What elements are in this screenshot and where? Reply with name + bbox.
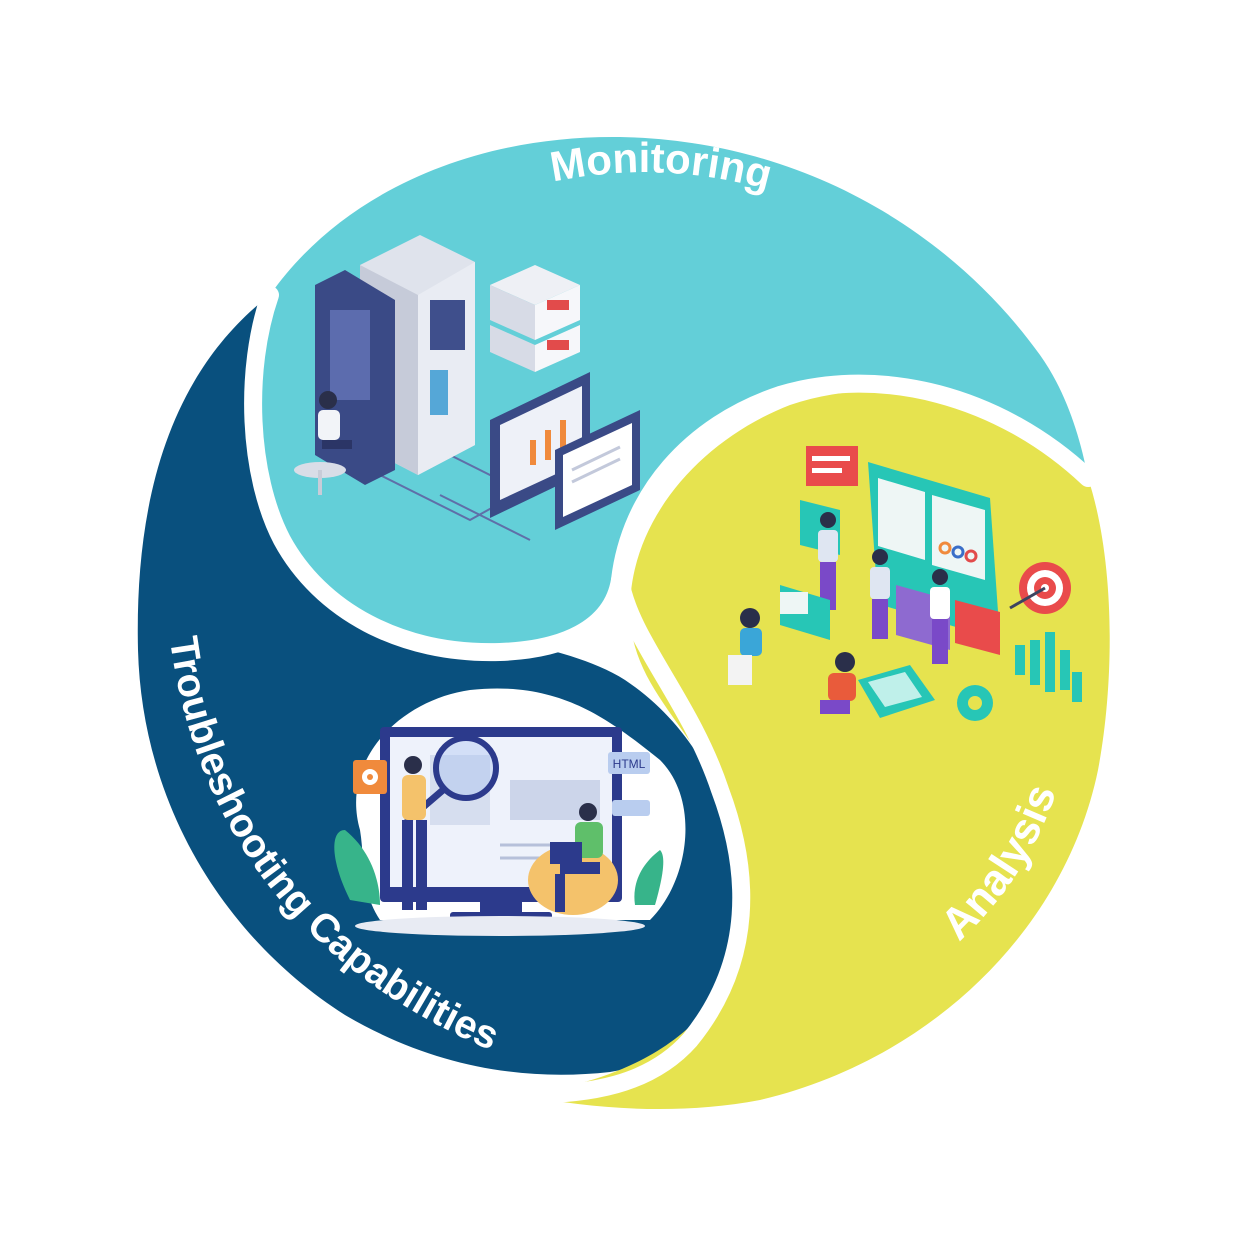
separator-bottom (511, 571, 751, 1104)
html-tag-label: HTML (613, 757, 646, 771)
separator-top (244, 286, 1097, 662)
server-room-monitoring-illustration-icon (294, 235, 640, 541)
code-inspection-illustration-icon: HTML (334, 688, 686, 936)
team-data-analysis-illustration-icon (728, 446, 1082, 721)
